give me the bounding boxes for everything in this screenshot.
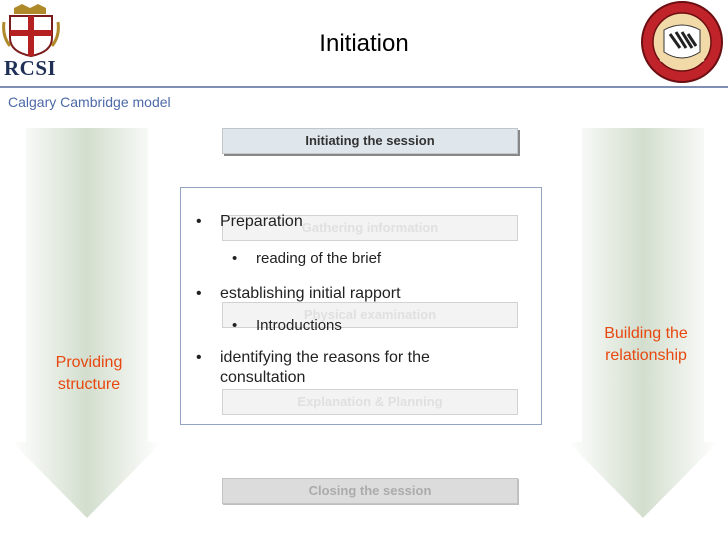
page-title: Initiation [319, 30, 409, 57]
building-relationship-label: Building the relationship [604, 325, 688, 364]
list-item-text: reading of the brief [256, 250, 382, 267]
list-item-text: establishing initial rapport [220, 285, 401, 302]
building-relationship-arrow [568, 128, 718, 518]
bullet-icon: • [232, 250, 238, 267]
rcsi-crest-icon [2, 4, 60, 58]
providing-structure-label: Providing structure [55, 354, 123, 393]
rcsi-logo-text: RCSI [4, 56, 57, 80]
bullet-icon: • [196, 349, 202, 366]
initiation-detail-panel [180, 187, 542, 425]
college-of-surgeons-seal-icon [641, 1, 723, 83]
stage-initiating-session: Initiating the session [222, 128, 518, 154]
page-subtitle: Calgary Cambridge model [8, 94, 171, 110]
list-item-text: Preparation [220, 213, 303, 230]
bullet-icon: • [232, 317, 238, 334]
stage-physical-examination: Physical examination [222, 302, 518, 328]
stage-explanation-planning: Explanation & Planning [222, 389, 518, 415]
providing-structure-arrow [12, 128, 162, 518]
stage-closing-session: Closing the session [222, 478, 518, 504]
list-item-text: Introductions [256, 317, 342, 334]
list-item-text: identifying the reasons for the consulta… [220, 349, 430, 386]
stage-gathering-information: Gathering information [222, 215, 518, 241]
bullet-icon: • [196, 213, 202, 230]
bullet-icon: • [196, 285, 202, 302]
header-divider [0, 86, 728, 88]
